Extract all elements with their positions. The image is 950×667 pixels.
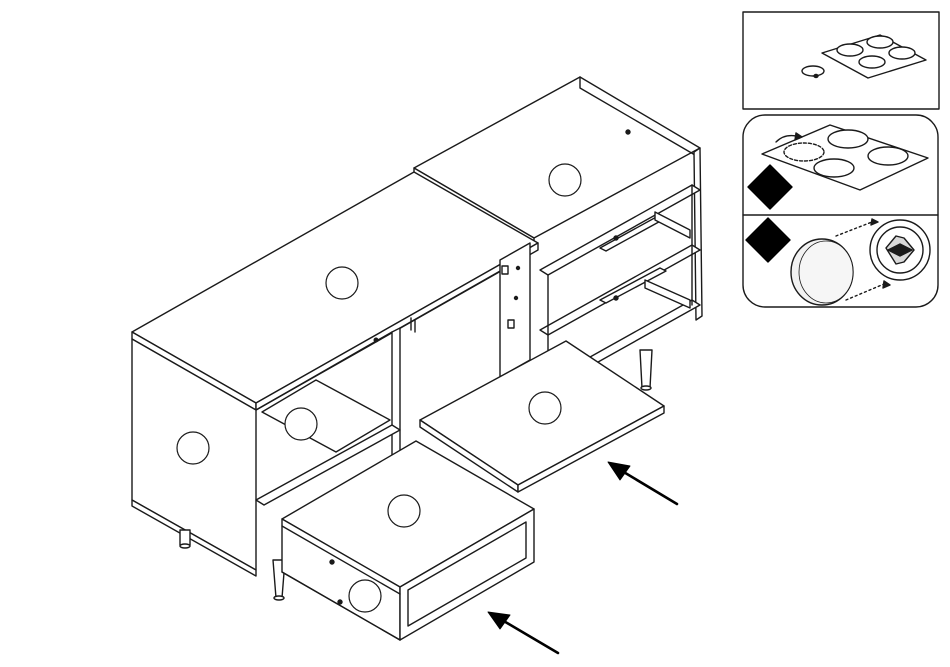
marker-drawer-top [388, 495, 420, 527]
leg-right [640, 350, 652, 390]
marker-left-side-panel [177, 432, 209, 464]
marker-drawer-front [349, 580, 381, 612]
marker-inner-shelf [285, 408, 317, 440]
right-side-panel [694, 148, 702, 320]
inset-cap-steps [743, 115, 938, 307]
marker-top-right-panel [549, 164, 581, 196]
marker-flap-door [529, 392, 561, 424]
right-compartment-side [500, 243, 530, 377]
cam-lock-icon [870, 220, 930, 280]
leg-left-front [180, 530, 190, 548]
inset-hardware-sheet [743, 12, 939, 109]
marker-top-left-panel [326, 267, 358, 299]
flap-door-arrow [608, 462, 677, 504]
drawer-arrow [488, 612, 558, 653]
